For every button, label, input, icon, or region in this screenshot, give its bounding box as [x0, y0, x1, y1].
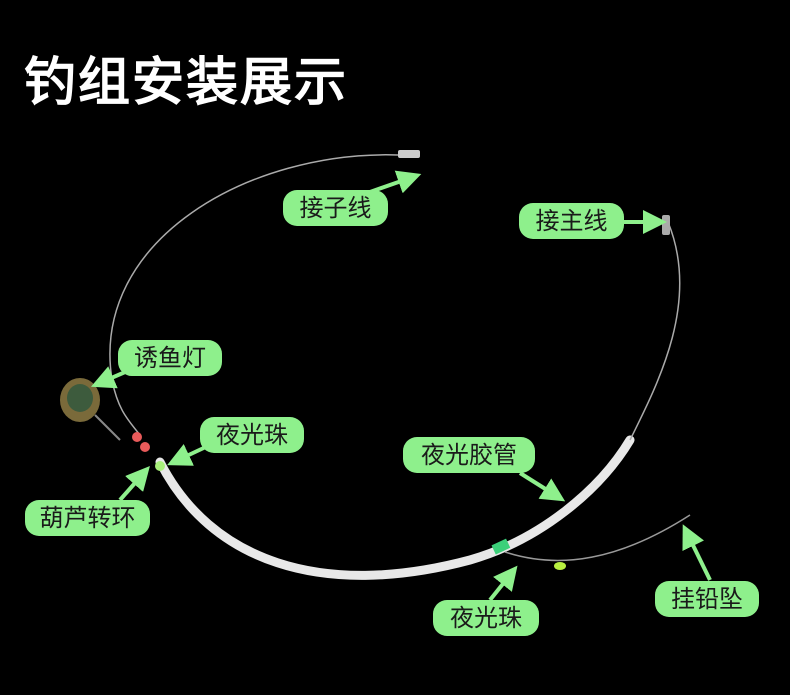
arrow-icon — [518, 471, 566, 502]
label-sinker: 挂铅坠 — [655, 581, 759, 617]
arrow-icon — [488, 565, 518, 602]
sub-line-wire — [109, 154, 399, 436]
red-bead-icon — [132, 432, 142, 442]
sinker-leader — [504, 514, 691, 562]
main-line-wire — [629, 221, 681, 441]
label-main-line: 接主线 — [519, 203, 624, 239]
label-lure-light: 诱鱼灯 — [118, 340, 222, 376]
glow-bead-icon — [155, 461, 165, 471]
glow-sleeve-icon — [491, 538, 511, 555]
glow-bead-icon — [554, 562, 566, 570]
red-bead-icon — [140, 442, 150, 452]
arrow-icon — [682, 524, 712, 581]
page-title: 钓组安装展示 — [24, 53, 349, 113]
label-gourd-swivel: 葫芦转环 — [25, 500, 150, 536]
lure-light-icon — [60, 378, 121, 441]
arrow-icon — [118, 465, 150, 502]
swivel-right — [662, 215, 670, 235]
arrow-icon — [369, 170, 422, 194]
swivel-top — [398, 150, 420, 158]
label-sub-line: 接子线 — [283, 190, 388, 226]
label-glow-bead: 夜光珠 — [200, 417, 304, 453]
label-glow-tube: 夜光胶管 — [403, 437, 535, 473]
label-glow-bead-2: 夜光珠 — [433, 600, 539, 636]
glow-tube — [155, 435, 635, 580]
